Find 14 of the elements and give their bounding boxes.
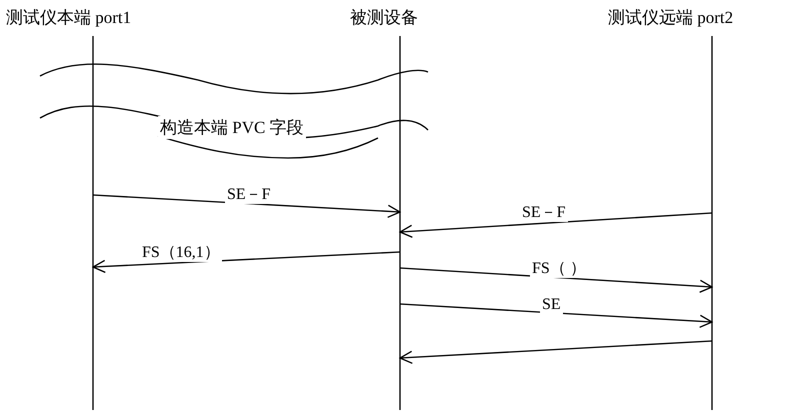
edge-label: SE (540, 296, 563, 314)
message-arrow (400, 303, 713, 328)
participant-label: 被测设备 (350, 7, 418, 29)
message-arrow (400, 267, 713, 293)
participant-label: 测试仪本端 port1 (6, 7, 132, 29)
message-arrow (399, 340, 712, 364)
edge-label: SE－F (520, 204, 568, 222)
edge-label: FS（16,1） (140, 244, 222, 262)
edge-label: SE－F (225, 186, 273, 204)
message-arrow (399, 212, 712, 238)
band-label: 构造本端 PVC 字段 (158, 116, 306, 139)
message-arrow (92, 251, 400, 274)
message-arrow (92, 194, 401, 218)
participant-label: 测试仪远端 port2 (608, 7, 734, 29)
